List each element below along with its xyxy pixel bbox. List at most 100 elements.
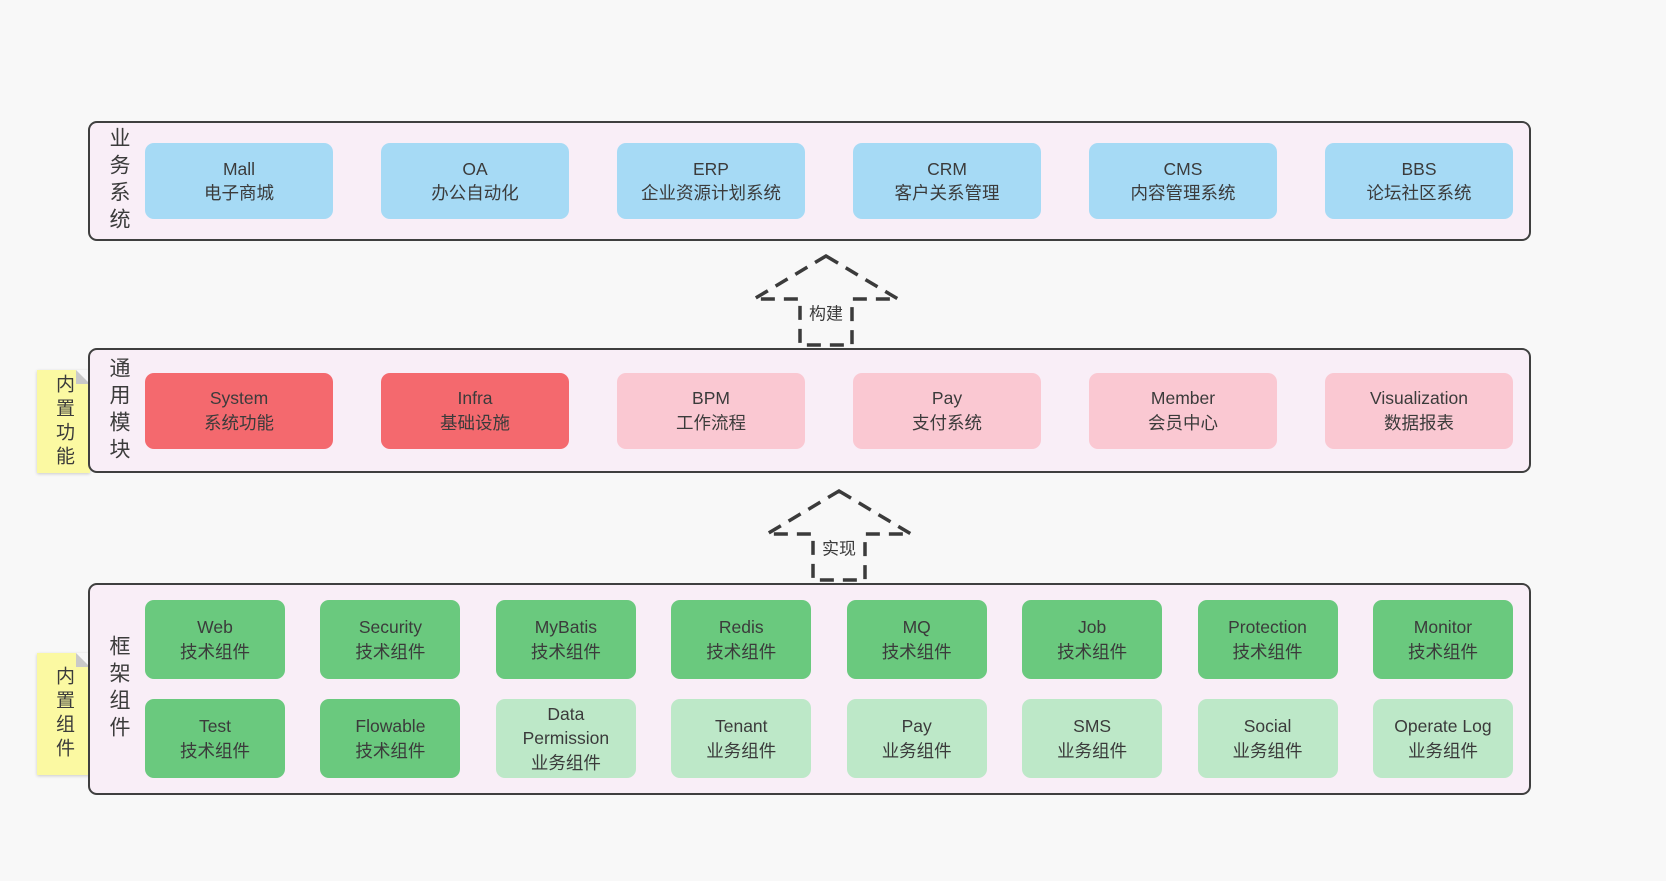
module-box-social: Social 业务组件 [1197,699,1338,778]
module-box-title: SMS [1073,716,1112,736]
arrow-label: 实现 [819,534,859,560]
module-box-title: Member [1150,388,1216,408]
module-box-subtitle: 业务组件 [881,740,952,761]
module-box-title: Visualization [1370,388,1468,408]
module-box-subtitle: 电子商城 [204,183,274,203]
module-box-title: OA [462,158,488,179]
module-box-pay: Pay 支付系统 [853,372,1041,449]
module-box-title: Operate Log [1394,716,1492,736]
module-box-subtitle: 企业资源计划系统 [641,183,781,203]
module-box-subtitle: 业务组件 [1232,740,1303,761]
module-box-title: Tenant [714,716,768,736]
module-box-title: Social [1243,716,1292,736]
module-box-subtitle: 工作流程 [676,412,746,433]
layer-label: 通用模块 [107,356,130,465]
sticky-note-builtin-components: 内置组件 [37,653,90,775]
sticky-note-label: 内置功能 [53,373,74,470]
module-box-subtitle: 数据报表 [1384,412,1454,433]
module-box-system: System 系统功能 [145,372,333,449]
module-box-subtitle: 技术组件 [180,740,250,761]
module-box-title: BBS [1401,158,1437,179]
module-box-title: Redis [718,617,764,637]
module-box-security: Security 技术组件 [320,600,461,679]
module-box-subtitle: 技术组件 [1057,641,1128,662]
module-box-title: ERP [693,158,729,179]
module-box-title: Security [358,617,423,637]
module-box-subtitle: 技术组件 [706,641,777,662]
module-box-subtitle: 业务组件 [1057,740,1128,761]
module-box-subtitle: 论坛社区系统 [1366,183,1472,203]
module-box-title: MQ [902,617,931,637]
module-box-title: Data Permission [522,703,610,749]
module-box-subtitle: 技术组件 [881,641,952,662]
sticky-note-label: 内置组件 [53,666,74,762]
module-box-erp: ERP 企业资源计划系统 [617,143,805,219]
module-box-title: Protection [1228,617,1307,637]
module-box-title: Infra [457,388,493,408]
module-box-bpm: BPM 工作流程 [617,372,805,449]
module-box-subtitle: 业务组件 [706,740,777,761]
up-block-arrow-icon [760,488,918,582]
up-block-arrow-icon [747,253,905,347]
layer-box-rows: System 系统功能 Infra 基础设施 BPM 工作流程 Pay 支付系统 Member 会… [145,350,1513,471]
module-box-bbs: BBS 论坛社区系统 [1325,143,1513,219]
module-box-subtitle: 内容管理系统 [1130,183,1236,203]
module-box-sms: SMS 业务组件 [1022,699,1163,778]
module-box-mybatis: MyBatis 技术组件 [495,600,636,679]
module-box-title: Pay [901,716,932,736]
module-box-subtitle: 基础设施 [440,412,510,433]
module-box-subtitle: 技术组件 [355,740,426,761]
module-box-subtitle: 客户关系管理 [894,183,1000,203]
module-box-protection: Protection 技术组件 [1197,600,1338,679]
sticky-note-builtin-features: 内置功能 [37,370,90,473]
module-box-pay: Pay 业务组件 [846,699,987,778]
module-box-flowable: Flowable 技术组件 [320,699,461,778]
module-box-operate-log: Operate Log 业务组件 [1372,699,1513,778]
module-box-mq: MQ 技术组件 [846,600,987,679]
arrow-label: 构建 [806,299,846,325]
module-box-web: Web 技术组件 [145,600,285,679]
module-box-subtitle: 技术组件 [180,641,250,662]
module-box-title: System [209,388,269,408]
module-box-title: Web [197,617,233,637]
module-box-monitor: Monitor 技术组件 [1372,600,1513,679]
module-box-title: Monitor [1413,617,1473,637]
module-box-oa: OA 办公自动化 [381,143,569,219]
arrow-build: 构建 [746,252,906,349]
module-box-subtitle: 技术组件 [530,641,601,662]
module-box-subtitle: 技术组件 [355,641,426,662]
arrow-implement: 实现 [759,487,919,584]
module-box-tenant: Tenant 业务组件 [671,699,812,778]
module-box-subtitle: 技术组件 [1407,641,1478,662]
module-box-subtitle: 办公自动化 [431,183,519,203]
module-box-subtitle: 系统功能 [204,412,274,433]
module-box-subtitle: 支付系统 [912,412,982,433]
module-box-redis: Redis 技术组件 [671,600,812,679]
layer-label: 框架组件 [107,635,130,743]
module-box-infra: Infra 基础设施 [381,372,569,449]
module-box-visualization: Visualization 数据报表 [1325,372,1513,449]
module-box-subtitle: 会员中心 [1148,412,1218,433]
module-box-title: BPM [692,388,730,408]
module-box-subtitle: 业务组件 [1407,740,1478,761]
module-box-subtitle: 业务组件 [530,752,601,773]
module-row: System 系统功能 Infra 基础设施 BPM 工作流程 Pay 支付系统 Member 会… [145,372,1513,449]
layer-common-modules: 通用模块 System 系统功能 Infra 基础设施 BPM 工作流程 Pay 支付系统 Me… [88,348,1531,473]
module-box-title: CMS [1163,158,1203,179]
module-box-title: Job [1078,617,1107,637]
module-box-title: Pay [931,388,963,408]
module-box-title: Flowable [355,716,426,736]
module-box-title: MyBatis [534,617,597,637]
module-box-data-permission: Data Permission 业务组件 [495,699,636,778]
module-box-subtitle: 技术组件 [1232,641,1303,662]
